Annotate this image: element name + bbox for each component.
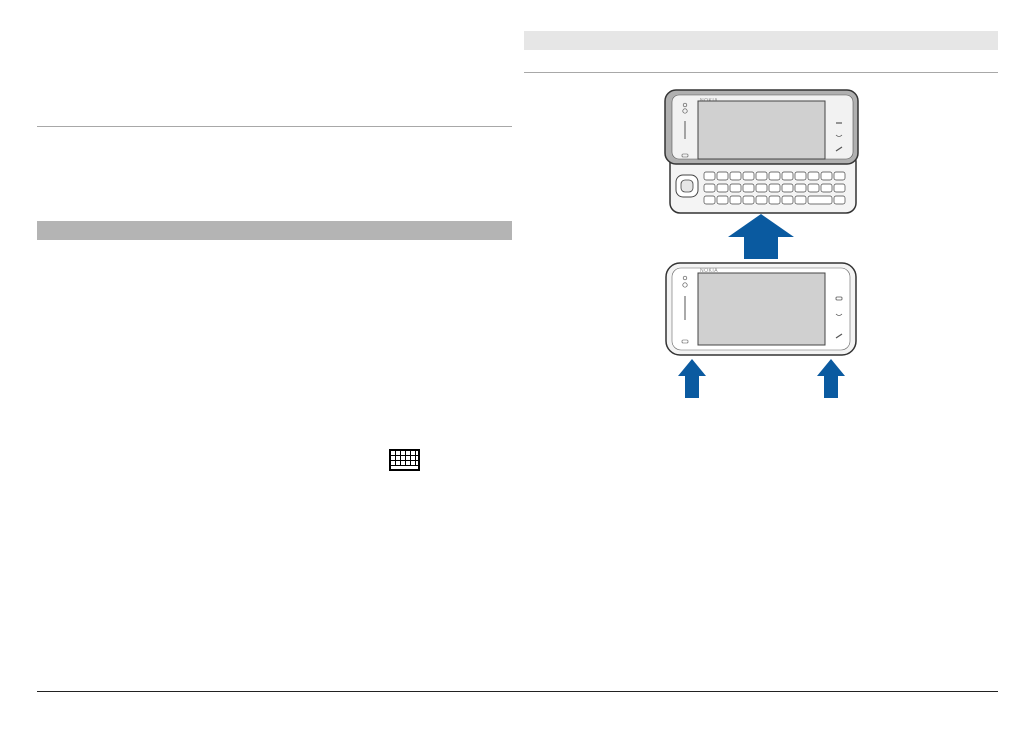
left-section-heading-band	[37, 221, 512, 240]
right-section-heading-band	[524, 31, 998, 50]
arrow-up-icon	[817, 359, 845, 398]
arrow-up-icon	[678, 359, 706, 398]
left-section-divider	[37, 126, 512, 127]
keyboard-icon	[389, 449, 420, 471]
phone-slide-open-illustration: NOKIA	[664, 89, 859, 398]
arrow-up-icon	[728, 214, 794, 259]
right-section-divider	[524, 72, 998, 73]
phone-open-device: NOKIA	[664, 89, 859, 214]
page-footer-rule	[37, 691, 998, 692]
phone-closed-device: NOKIA	[665, 262, 857, 356]
brand-logo-bottom: NOKIA	[700, 268, 718, 274]
